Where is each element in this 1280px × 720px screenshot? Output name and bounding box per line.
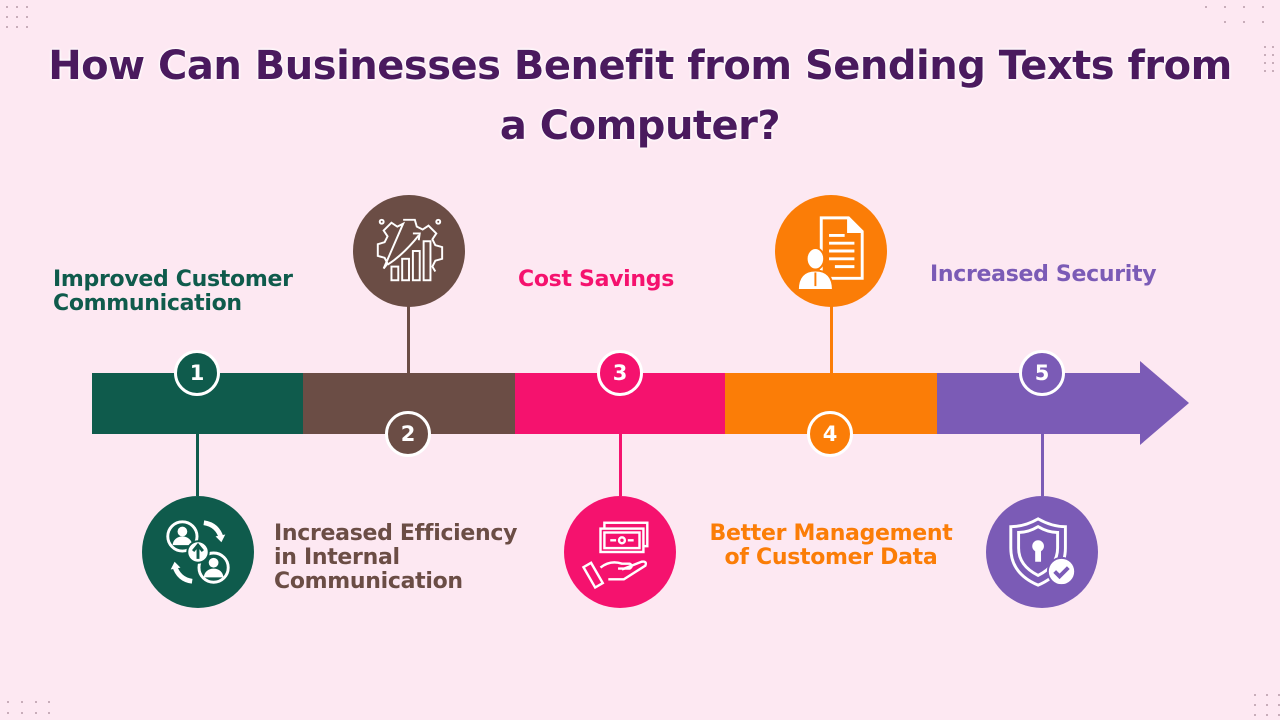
label-line: Improved Customer: [53, 267, 293, 292]
stem-1: [196, 434, 199, 496]
step-number: 1: [189, 361, 205, 385]
step-number: 4: [822, 422, 838, 446]
stem-5: [1041, 434, 1044, 496]
gear-growth-chart-icon: [353, 195, 465, 307]
label-line: in Internal: [274, 545, 400, 570]
step-label-1: Improved Customer Communication: [53, 268, 293, 316]
label-line: Increased Efficiency: [274, 521, 518, 546]
label-line: Communication: [53, 291, 242, 316]
team-sync-icon: [142, 496, 254, 608]
step-badge-4: 4: [807, 411, 853, 457]
shield-lock-check-icon: [986, 496, 1098, 608]
stem-3: [619, 434, 622, 496]
label-line: Cost Savings: [518, 267, 675, 292]
step-number: 2: [400, 422, 416, 446]
timeline-arrow-head: [1140, 361, 1189, 445]
label-line: Increased Security: [930, 262, 1157, 287]
step-label-2: Increased Efficiency in Internal Communi…: [274, 522, 517, 594]
title-line-2: a Computer?: [499, 103, 781, 149]
step-badge-5: 5: [1019, 350, 1065, 396]
customer-document-icon: [775, 195, 887, 307]
title-line-1: How Can Businesses Benefit from Sending …: [48, 43, 1232, 89]
step-badge-1: 1: [174, 350, 220, 396]
step-label-5: Increased Security: [930, 262, 1157, 287]
step-badge-3: 3: [597, 350, 643, 396]
step-label-4: Better Management of Customer Data: [700, 522, 962, 570]
step-label-3: Cost Savings: [518, 268, 674, 292]
step-number: 5: [1034, 361, 1050, 385]
money-hand-icon: [564, 496, 676, 608]
label-line: of Customer Data: [724, 545, 938, 570]
stem-4: [830, 305, 833, 373]
stem-2: [407, 305, 410, 373]
page-title: How Can Businesses Benefit from Sending …: [40, 36, 1240, 156]
step-badge-2: 2: [385, 411, 431, 457]
label-line: Communication: [274, 569, 463, 594]
step-number: 3: [612, 361, 628, 385]
label-line: Better Management: [709, 521, 953, 546]
